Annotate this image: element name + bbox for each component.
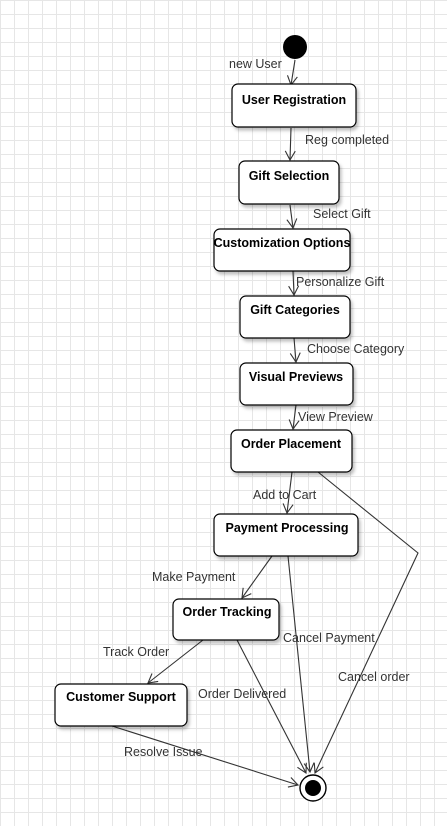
edge-payment-to-tracking — [241, 555, 273, 599]
node-label: Order Placement — [241, 437, 342, 451]
final-node — [299, 774, 327, 802]
edge-placement-to-end — [313, 471, 419, 775]
edge-label-personalize-gift: Personalize Gift — [296, 275, 385, 289]
node-label: Order Tracking — [183, 605, 272, 619]
edge-customization-to-categories — [288, 270, 300, 297]
edge-previews-to-placement — [288, 404, 300, 431]
node-label: Gift Selection — [249, 169, 330, 183]
edge-start-to-registration — [286, 59, 298, 87]
edge-placement-to-payment — [282, 471, 294, 515]
edge-label-track-order: Track Order — [103, 645, 169, 659]
edge-payment-to-end — [287, 555, 315, 774]
edge-label-view-preview: View Preview — [298, 410, 374, 424]
node-visual-previews[interactable]: Visual Previews — [239, 362, 354, 406]
edge-registration-to-gift-selection — [284, 127, 296, 162]
edge-label-add-to-cart: Add to Cart — [253, 488, 317, 502]
node-order-tracking[interactable]: Order Tracking — [172, 598, 280, 641]
node-customer-support[interactable]: Customer Support — [54, 683, 188, 727]
node-label: Gift Categories — [250, 303, 340, 317]
node-label: User Registration — [242, 93, 346, 107]
edge-label-cancel-order: Cancel order — [338, 670, 410, 684]
edge-label-choose-category: Choose Category — [307, 342, 405, 356]
node-customization-options[interactable]: Customization Options — [213, 228, 351, 272]
node-label: Payment Processing — [226, 521, 349, 535]
node-label: Customization Options — [214, 236, 351, 250]
edge-label-resolve-issue: Resolve Issue — [124, 745, 203, 759]
edges — [111, 59, 419, 788]
edge-tracking-to-support — [147, 639, 204, 684]
node-gift-selection[interactable]: Gift Selection — [238, 160, 340, 205]
edge-label-select-gift: Select Gift — [313, 207, 371, 221]
node-label: Customer Support — [66, 690, 177, 704]
edge-labels: new User Reg completed Select Gift Perso… — [103, 57, 410, 759]
node-payment-processing[interactable]: Payment Processing — [213, 513, 359, 557]
initial-node — [283, 35, 307, 59]
edge-label-cancel-payment: Cancel Payment — [283, 631, 375, 645]
edge-label-make-payment: Make Payment — [152, 570, 236, 584]
edge-support-to-end — [111, 725, 300, 788]
node-user-registration[interactable]: User Registration — [231, 83, 357, 128]
node-label: Visual Previews — [249, 370, 343, 384]
edge-categories-to-previews — [289, 337, 301, 364]
edge-tracking-to-end — [236, 639, 307, 775]
edge-gift-selection-to-customization — [286, 204, 298, 230]
edge-label-new-user: new User — [229, 57, 282, 71]
node-gift-categories[interactable]: Gift Categories — [239, 295, 351, 339]
edge-label-order-delivered: Order Delivered — [198, 687, 286, 701]
node-order-placement[interactable]: Order Placement — [230, 429, 353, 473]
edge-label-reg-completed: Reg completed — [305, 133, 389, 147]
